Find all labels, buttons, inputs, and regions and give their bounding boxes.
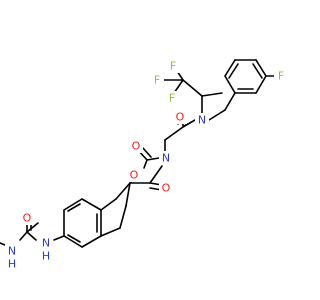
bond — [26, 222, 39, 233]
atom-oxygen: O — [130, 169, 139, 182]
bond — [255, 75, 267, 94]
bond — [252, 63, 263, 79]
bond — [224, 75, 236, 94]
atom-oxygen: O — [23, 212, 32, 225]
bond — [63, 235, 83, 248]
atom-fluorine: F — [278, 70, 284, 83]
bond — [63, 198, 83, 211]
bond — [146, 157, 160, 161]
bond — [26, 231, 37, 241]
atom-labels: F F F F N O O O N O O N H N H — [5, 59, 288, 271]
molecule-structure-diagram: F F F F N O O O N O O N H N H — [0, 59, 288, 271]
bond — [100, 227, 121, 237]
bond — [67, 203, 81, 212]
bond — [125, 182, 131, 207]
atom-fluorine: F — [154, 74, 160, 87]
bond — [182, 79, 203, 97]
atom-oxygen: O — [132, 140, 141, 153]
atom-nitrogen: N — [162, 152, 170, 165]
bond — [255, 59, 267, 77]
bond — [81, 235, 102, 248]
atom-hydrogen: H — [8, 258, 16, 271]
atom-hydrogen: H — [42, 250, 50, 263]
atom-fluorine: F — [170, 60, 176, 73]
atom-nitrogen: N — [198, 114, 206, 127]
bond — [19, 231, 28, 241]
bond — [224, 92, 236, 111]
bond — [143, 159, 148, 169]
bond — [182, 123, 188, 128]
bond — [164, 126, 184, 141]
bond — [141, 146, 152, 158]
bond — [224, 59, 236, 77]
bond — [81, 198, 102, 211]
atom-oxygen: O — [176, 111, 185, 124]
bond — [149, 165, 163, 184]
bond — [201, 92, 223, 97]
atom-nitrogen: N — [8, 245, 16, 258]
atom-oxygen: O — [162, 182, 171, 195]
bond — [100, 198, 117, 211]
bond-lines — [0, 59, 277, 259]
bond — [115, 182, 131, 200]
bond — [53, 235, 65, 241]
bond — [67, 234, 81, 243]
bond — [119, 205, 127, 229]
bond — [228, 63, 239, 79]
atom-nitrogen: N — [42, 237, 50, 250]
atom-fluorine: F — [169, 92, 175, 105]
bond — [208, 109, 226, 121]
